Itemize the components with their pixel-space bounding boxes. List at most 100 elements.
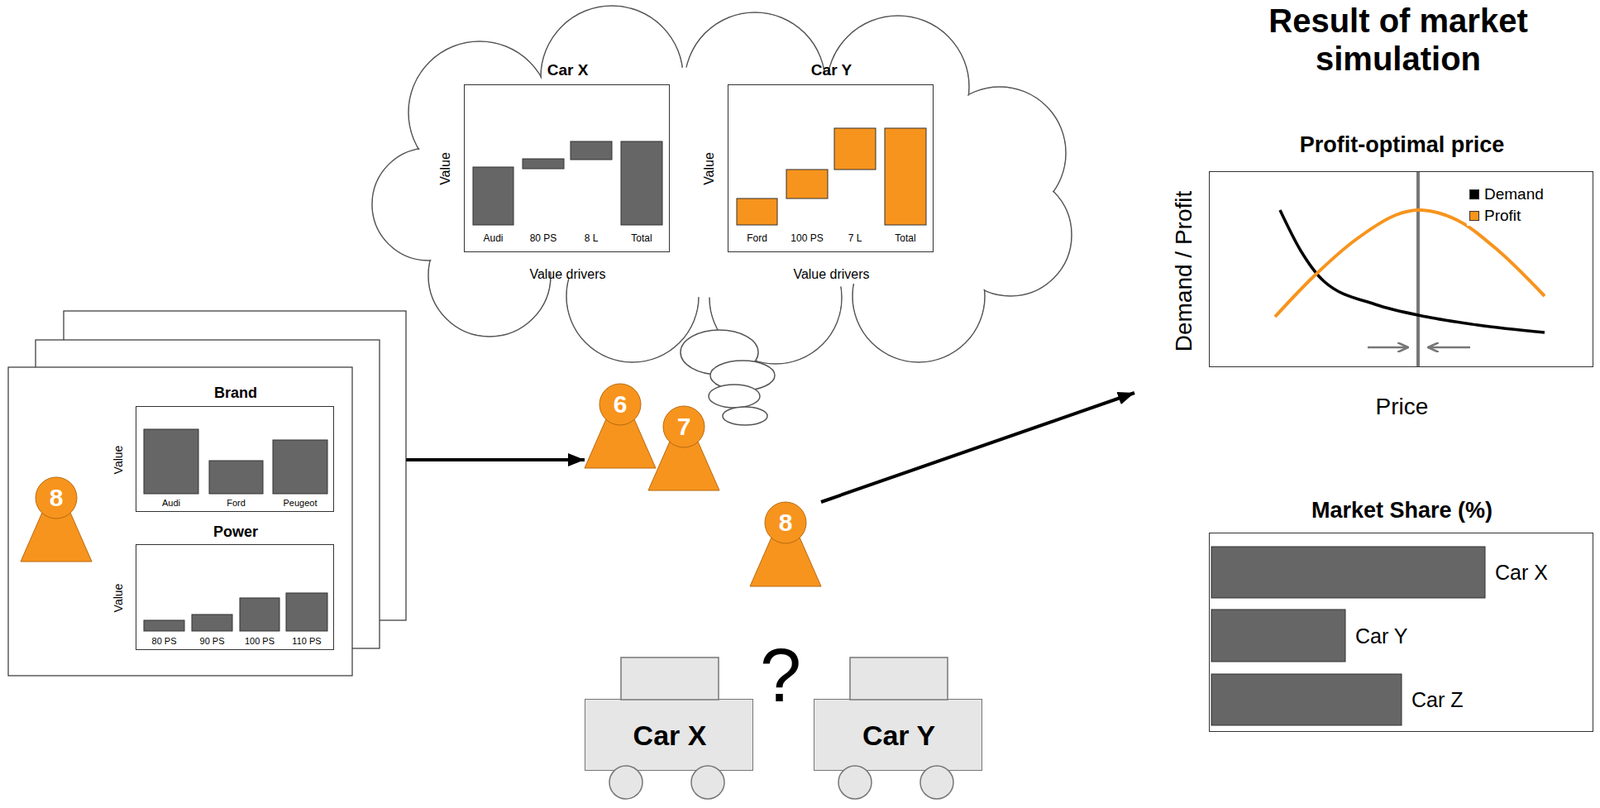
person-number: 8: [49, 483, 64, 513]
person-body: [20, 480, 92, 562]
optimum-line: [1416, 171, 1420, 367]
bar: [286, 592, 328, 631]
profit-curve: [1275, 210, 1545, 317]
axis-label: Value: [111, 583, 125, 613]
bar: [834, 128, 876, 170]
bar-label: Car X: [1494, 560, 1548, 585]
category-label: 100 PS: [244, 635, 275, 647]
attribute-chart: PowerValue80 PS90 PS100 PS110 PS: [135, 544, 335, 650]
person-number: 6: [613, 390, 628, 420]
category-label: Audi: [482, 233, 503, 245]
axis-label: Value: [702, 152, 717, 186]
flow-arrow: [821, 392, 1135, 502]
person-figure: [648, 405, 720, 491]
car-wheel: [691, 765, 725, 799]
bar: [1211, 609, 1346, 662]
chart-title: Brand: [214, 384, 258, 402]
optimum-arrow: [1367, 346, 1409, 349]
chart-title: Car Y: [811, 61, 852, 80]
legend-swatch: [1469, 189, 1480, 200]
bar-group: [143, 592, 328, 631]
person-number: 7: [677, 412, 692, 442]
thought-cloud: [372, 5, 1072, 426]
bar: [620, 141, 663, 225]
category-label: Ford: [746, 233, 768, 245]
category-label: 80 PS: [152, 635, 177, 647]
bar-group: [1211, 546, 1486, 726]
legend-label: Demand: [1484, 185, 1544, 204]
category-label: 80 PS: [530, 233, 558, 245]
bar: [1211, 546, 1486, 598]
bar: [209, 460, 263, 494]
legend-swatch: [1469, 210, 1480, 221]
bar: [522, 158, 564, 169]
bar-group: [143, 429, 328, 494]
legend-row: Profit: [1466, 205, 1524, 226]
person-body: [648, 409, 720, 491]
category-label: 8 L: [584, 233, 599, 245]
optimum-arrow: [1428, 346, 1471, 349]
bar: [472, 167, 514, 225]
axis-label: Price: [1375, 393, 1429, 421]
car-wheel: [920, 765, 954, 799]
value-chart: Car XValueAudi80 PS8 LTotalValue drivers: [463, 84, 670, 253]
car-roof: [620, 657, 719, 700]
value-chart: Car YValueFord100 PS7 LTotalValue driver…: [727, 84, 934, 253]
category-label: 90 PS: [200, 635, 225, 647]
drawing: [136, 406, 335, 513]
car-roof: [850, 657, 948, 700]
card: [8, 367, 353, 676]
drawing: [136, 544, 335, 651]
car-label: Car Y: [862, 719, 936, 752]
person-icon: 8: [749, 495, 822, 587]
person-head: [35, 477, 77, 519]
category-label: Audi: [162, 497, 181, 509]
person-figure: [584, 383, 656, 469]
bar: [143, 620, 185, 631]
axis-label: Value drivers: [529, 267, 606, 282]
person-figure: [20, 477, 92, 562]
category-label: Peugeot: [283, 497, 318, 509]
person-body: [584, 386, 656, 469]
bar-group: [736, 128, 927, 225]
flow-arrow: [405, 458, 585, 462]
category-label: Total: [630, 233, 652, 245]
profit-chart: Profit-optimal priceDemand / ProfitPrice…: [1208, 171, 1594, 368]
drawing: [464, 85, 671, 254]
result-panel: Result of market simulationProfit-optima…: [1134, 1, 1596, 796]
category-label: 7 L: [848, 233, 863, 245]
car-label: Car X: [633, 719, 707, 752]
connector-group: [405, 392, 1135, 502]
person-icon: 6: [584, 377, 656, 469]
chart-title: Market Share (%): [1311, 497, 1493, 524]
category-label: Ford: [226, 497, 246, 509]
panel-heading: Result of market simulation: [1224, 1, 1572, 78]
category-label: Total: [894, 233, 916, 245]
person-icon: 7: [648, 399, 720, 491]
bar-group: [472, 141, 663, 225]
chart-title: Profit-optimal price: [1299, 132, 1505, 158]
person-head: [663, 405, 705, 448]
person-figure: [749, 501, 822, 587]
question-mark: ?: [759, 633, 802, 720]
person-body: [749, 505, 822, 587]
person-head: [764, 501, 807, 544]
car-wheel: [838, 765, 872, 799]
bar-label: Car Y: [1355, 623, 1408, 648]
legend-label: Profit: [1484, 206, 1521, 225]
legend-row: Demand: [1466, 184, 1547, 205]
chart-title: Power: [213, 523, 258, 541]
chart-title: Car X: [547, 61, 589, 80]
axis-label: Demand / Profit: [1170, 191, 1198, 353]
bar-label: Car Z: [1411, 687, 1464, 712]
bar: [884, 128, 927, 225]
car-shape: Car Y: [813, 698, 983, 771]
category-label: 110 PS: [291, 635, 321, 647]
cloud-fill: [450, 66, 997, 298]
axis-label: Value drivers: [792, 267, 870, 282]
drawing: [728, 85, 935, 254]
car-shape: Car X: [584, 698, 754, 771]
bar: [736, 198, 778, 225]
axis-label: Value: [111, 445, 125, 475]
